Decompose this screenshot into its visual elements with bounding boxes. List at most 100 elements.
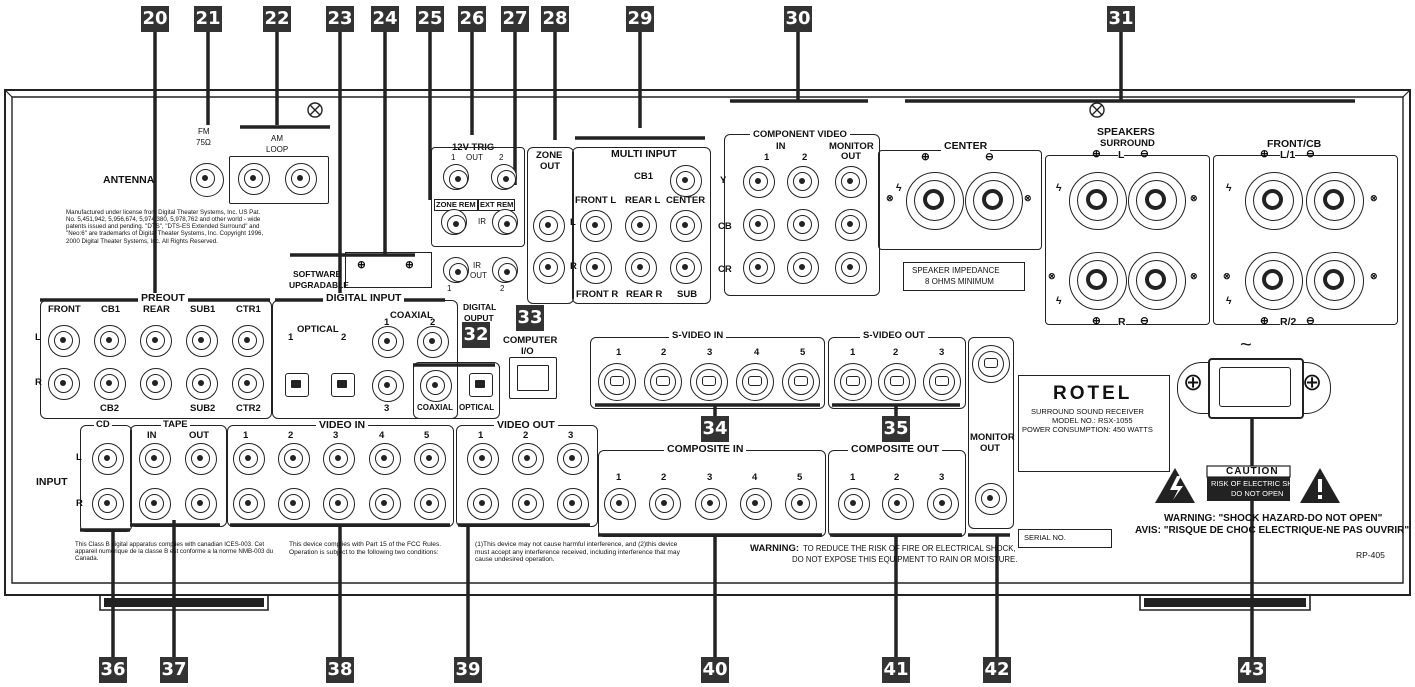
video-out-2-l-jack[interactable]	[512, 443, 544, 475]
am-loop-terminal-1[interactable]	[238, 163, 270, 195]
surround-r-minus-terminal[interactable]	[1128, 252, 1186, 310]
video-out-2-r-jack[interactable]	[512, 488, 544, 520]
cd-l-jack[interactable]	[92, 443, 124, 475]
svideo-out-3-port[interactable]	[923, 363, 961, 401]
trig-1-jack[interactable]	[443, 164, 469, 190]
video-in-5-l-jack[interactable]	[414, 443, 446, 475]
zone-out-r-jack[interactable]	[533, 252, 565, 284]
preout-cb1-l-jack[interactable]	[94, 325, 126, 357]
preout-cb1-label: CB1	[101, 304, 121, 315]
video-in-1-r-jack[interactable]	[233, 488, 265, 520]
component-in1-cb-jack[interactable]	[743, 209, 775, 241]
tape-in-l-jack[interactable]	[139, 443, 171, 475]
video-in-2-l-jack[interactable]	[278, 443, 310, 475]
front-l1-plus-terminal[interactable]	[1245, 172, 1303, 230]
surround-l-minus-terminal[interactable]	[1128, 172, 1186, 230]
video-out-1-r-jack[interactable]	[467, 488, 499, 520]
optical-1-port[interactable]	[285, 373, 309, 397]
tape-in-r-jack[interactable]	[139, 488, 171, 520]
component-mon-y-jack[interactable]	[835, 166, 867, 198]
composite-in-2-jack[interactable]	[649, 488, 681, 520]
svideo-in-1-port[interactable]	[598, 363, 636, 401]
svideo-in-5-port[interactable]	[782, 363, 820, 401]
tape-out-r-jack[interactable]	[185, 488, 217, 520]
video-in-3-r-jack[interactable]	[323, 488, 355, 520]
multi-front-r-jack[interactable]	[580, 252, 612, 284]
ir-out-2-jack[interactable]	[492, 257, 518, 283]
am-loop-terminal[interactable]	[229, 156, 329, 204]
am-label: AM	[271, 134, 283, 143]
optical-2-port[interactable]	[331, 373, 355, 397]
video-out-1-l-jack[interactable]	[467, 443, 499, 475]
video-in-4-r-jack[interactable]	[369, 488, 401, 520]
svideo-out-2-port[interactable]	[878, 363, 916, 401]
digital-out-optical-port[interactable]	[469, 373, 493, 397]
preout-ctr1-jack[interactable]	[232, 325, 264, 357]
multi-sub-jack[interactable]	[670, 252, 702, 284]
monitor-out-svideo-port[interactable]	[972, 345, 1010, 383]
component-in2-cr-jack[interactable]	[787, 252, 819, 284]
am-loop-terminal-2[interactable]	[285, 163, 317, 195]
video-out-3-l-jack[interactable]	[557, 443, 589, 475]
coaxial-2-jack[interactable]	[417, 326, 449, 358]
composite-out-1-jack[interactable]	[838, 488, 870, 520]
composite-in-5-jack[interactable]	[785, 488, 817, 520]
composite-out-3-jack[interactable]	[927, 488, 959, 520]
svideo-in-2-port[interactable]	[644, 363, 682, 401]
callout-29: 29	[626, 6, 654, 32]
composite-in-4-jack[interactable]	[740, 488, 772, 520]
ir-out-1-jack[interactable]	[443, 257, 469, 283]
video-in-2-r-jack[interactable]	[278, 488, 310, 520]
trig-2-jack[interactable]	[491, 164, 517, 190]
computer-io-port[interactable]	[509, 357, 557, 399]
zone-rem-jack[interactable]	[441, 209, 467, 235]
monitor-out-composite-jack[interactable]	[975, 483, 1007, 515]
component-mon-cb-jack[interactable]	[835, 209, 867, 241]
front-r2-plus-terminal[interactable]	[1245, 252, 1303, 310]
ext-rem-jack[interactable]	[492, 209, 518, 235]
preout-front-l-jack[interactable]	[48, 325, 80, 357]
multi-rear-l-jack[interactable]	[625, 210, 657, 242]
surround-l-plus-terminal[interactable]	[1069, 172, 1127, 230]
component-mon-cr-jack[interactable]	[835, 252, 867, 284]
svideo-in-3-port[interactable]	[690, 363, 728, 401]
fm-antenna-jack[interactable]	[190, 163, 224, 197]
front-r2-minus-terminal[interactable]	[1306, 252, 1364, 310]
component-in2-y-jack[interactable]	[787, 166, 819, 198]
component-in2-cb-jack[interactable]	[787, 209, 819, 241]
preout-cb2-jack[interactable]	[94, 368, 126, 400]
cd-r-jack[interactable]	[92, 488, 124, 520]
preout-front-r-jack[interactable]	[48, 368, 80, 400]
center-minus-terminal[interactable]	[965, 172, 1023, 230]
component-in1-cr-jack[interactable]	[743, 252, 775, 284]
tape-out-l-jack[interactable]	[185, 443, 217, 475]
coaxial-1-jack[interactable]	[372, 326, 404, 358]
video-in-5-r-jack[interactable]	[414, 488, 446, 520]
video-out-3-r-jack[interactable]	[557, 488, 589, 520]
video-in-4-l-jack[interactable]	[369, 443, 401, 475]
video-in-3-l-jack[interactable]	[323, 443, 355, 475]
zone-out-l-jack[interactable]	[533, 210, 565, 242]
composite-in-3-jack[interactable]	[695, 488, 727, 520]
center-plus-terminal[interactable]	[906, 172, 964, 230]
svideo-in-4-port[interactable]	[736, 363, 774, 401]
composite-in-1-jack[interactable]	[604, 488, 636, 520]
composite-out-2-jack[interactable]	[882, 488, 914, 520]
component-in1-y-jack[interactable]	[743, 166, 775, 198]
preout-sub2-label: SUB2	[190, 403, 216, 414]
multi-center-jack[interactable]	[670, 210, 702, 242]
multi-front-l-jack[interactable]	[580, 210, 612, 242]
coaxial-3-jack[interactable]	[372, 370, 404, 402]
digital-out-coaxial-jack[interactable]	[420, 370, 452, 402]
multi-rear-r-jack[interactable]	[625, 252, 657, 284]
svideo-out-1-port[interactable]	[834, 363, 872, 401]
surround-r-plus-terminal[interactable]	[1069, 252, 1127, 310]
preout-sub2-jack[interactable]	[186, 368, 218, 400]
front-l1-minus-terminal[interactable]	[1306, 172, 1364, 230]
preout-ctr2-jack[interactable]	[232, 368, 264, 400]
preout-sub1-jack[interactable]	[186, 325, 218, 357]
preout-rear-r-jack[interactable]	[140, 368, 172, 400]
video-in-1-l-jack[interactable]	[233, 443, 265, 475]
multi-cb1-jack[interactable]	[670, 165, 702, 197]
preout-rear-l-jack[interactable]	[140, 325, 172, 357]
